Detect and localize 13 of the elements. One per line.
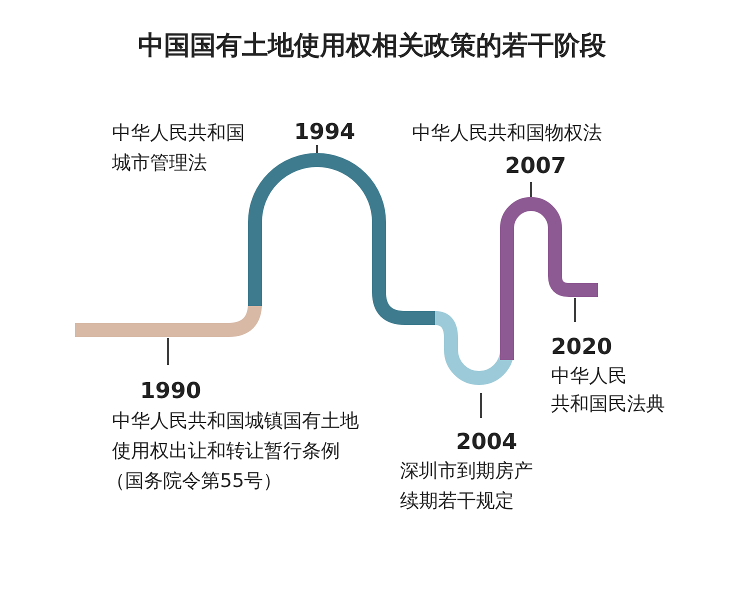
event-text: 中华人民 bbox=[551, 364, 627, 389]
year-label: 2007 bbox=[505, 153, 566, 181]
event-text: 中华人民共和国物权法 bbox=[412, 121, 602, 146]
event-text: 中华人民共和国城镇国有土地使用权出让和转让暂行条例 bbox=[112, 409, 360, 464]
year-label: 2020 bbox=[551, 334, 612, 362]
year-label: 2004 bbox=[456, 429, 518, 457]
title: 中国国有土地使用权相关政策的若干阶段 bbox=[137, 30, 607, 62]
event-text: 共和国民法典 bbox=[551, 392, 665, 417]
year-label: 1994 bbox=[294, 119, 356, 147]
year-label: 1990 bbox=[140, 378, 202, 406]
event-text: （国务院令第55号） bbox=[106, 469, 282, 494]
event-text: 中华人民共和国城市管理法 bbox=[112, 121, 246, 176]
event-text: 深圳市到期房产续期若干规定 bbox=[400, 459, 534, 514]
